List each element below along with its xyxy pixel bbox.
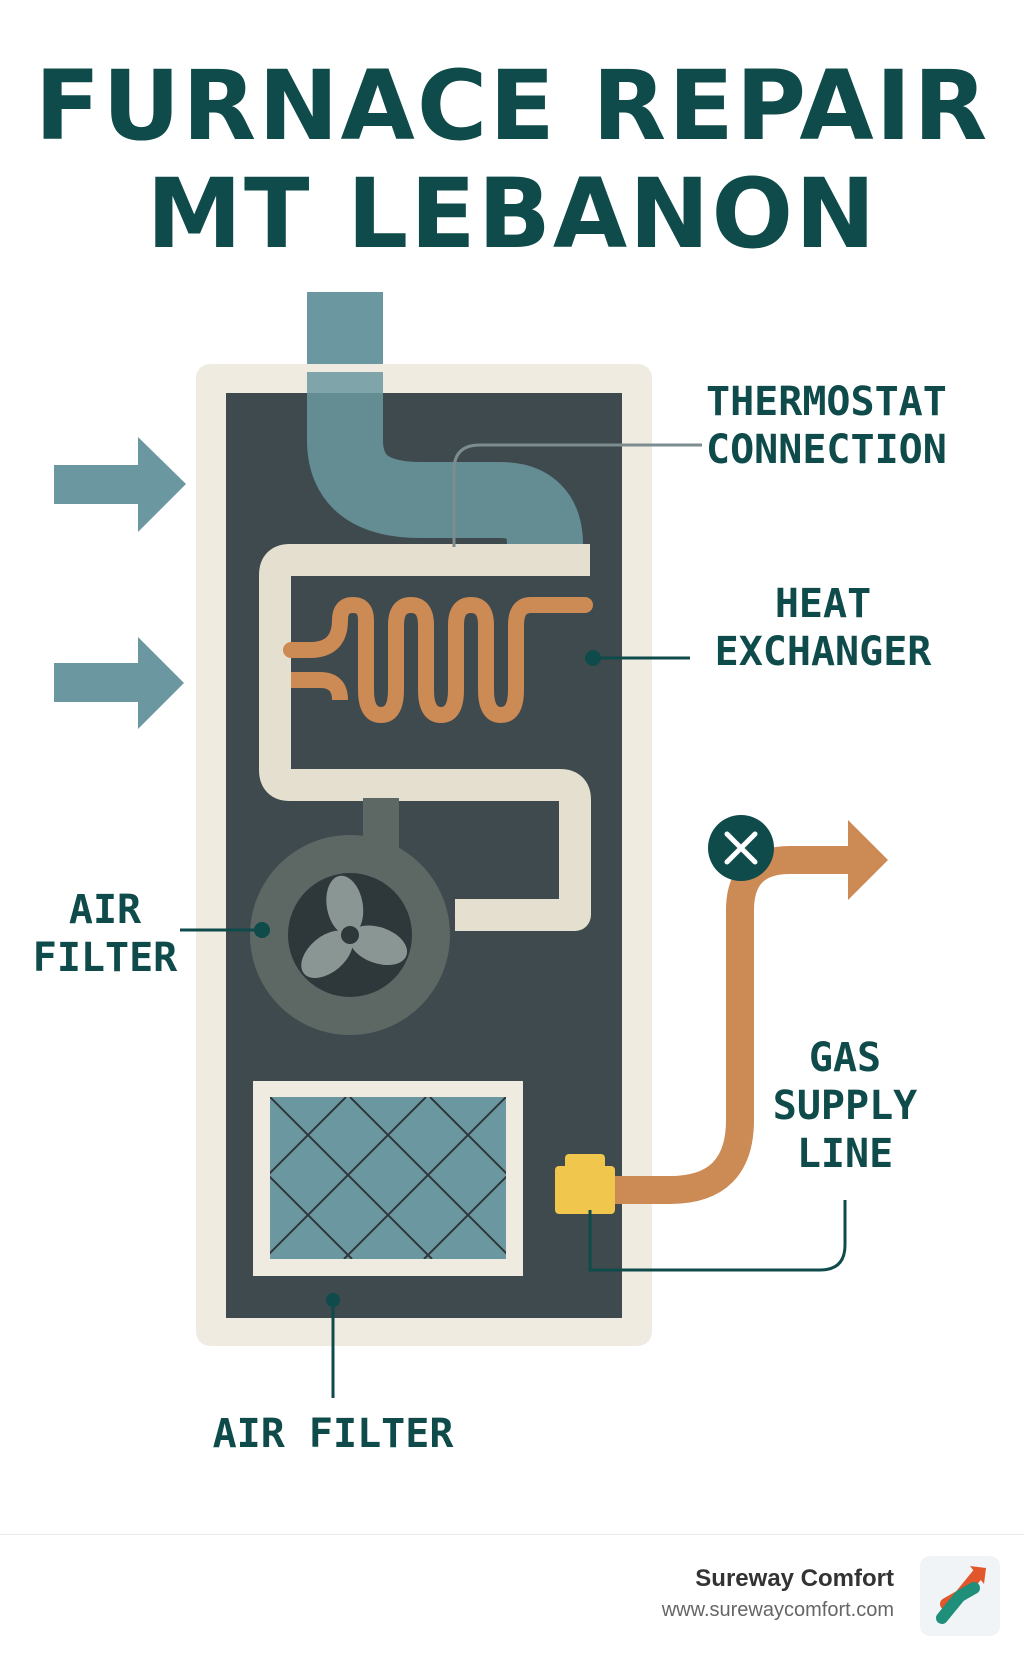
footer-divider <box>0 1534 1024 1535</box>
gas-label-line-2: SUPPLY <box>772 1083 918 1129</box>
heat-exchanger-dot <box>585 650 601 666</box>
label-heat-exchanger: HEAT EXCHANGER <box>688 580 958 676</box>
fan-blades <box>301 875 408 978</box>
shutoff-x-icon <box>708 815 774 881</box>
internal-flue <box>307 372 583 547</box>
title-line-2: MT LEBANON <box>146 158 878 270</box>
label-blower: AIR FILTER <box>30 886 180 982</box>
airflow-arrow-icon <box>54 437 186 729</box>
fan-hub <box>341 926 359 944</box>
page-title: FURNACE REPAIR MT LEBANON <box>0 52 1024 268</box>
label-air-filter: AIR FILTER <box>203 1410 463 1458</box>
footer-brand: Sureway Comfort www.surewaycomfort.com <box>662 1563 894 1625</box>
logo-icon <box>920 1556 1000 1636</box>
title-line-1: FURNACE REPAIR <box>34 50 990 162</box>
heat-exchanger-label-line-1: HEAT <box>774 581 872 627</box>
flue-pipe <box>307 292 383 372</box>
thermostat-label-line-1: THERMOSTAT <box>706 379 947 425</box>
gas-arrow-head <box>848 820 888 900</box>
label-gas-supply-line: GAS SUPPLY LINE <box>760 1034 930 1178</box>
thermostat-label-line-2: CONNECTION <box>706 427 947 473</box>
gas-leader <box>588 1200 847 1272</box>
gas-label-line-3: LINE <box>796 1131 894 1177</box>
blower-label-line-1: AIR <box>68 887 142 933</box>
blower-label-line-2: FILTER <box>32 935 178 981</box>
gas-label-line-1: GAS <box>808 1035 882 1081</box>
heat-exchanger-coil <box>283 596 593 724</box>
filter-mesh <box>270 1097 506 1259</box>
blower-dot <box>254 922 270 938</box>
label-thermostat-connection: THERMOSTAT CONNECTION <box>706 378 1006 474</box>
filter-label: AIR FILTER <box>212 1411 454 1457</box>
heat-exchanger-inlet <box>291 672 348 701</box>
thermostat-leader <box>452 443 702 547</box>
brand-name: Sureway Comfort <box>695 1565 894 1592</box>
gas-valve-knob <box>565 1154 605 1170</box>
brand-url[interactable]: www.surewaycomfort.com <box>661 1599 894 1621</box>
heat-exchanger-label-line-2: EXCHANGER <box>714 629 932 675</box>
air-duct <box>259 544 591 931</box>
filter-dot <box>326 1293 340 1307</box>
air-filter <box>270 1097 506 1259</box>
gas-valve <box>555 1166 615 1214</box>
